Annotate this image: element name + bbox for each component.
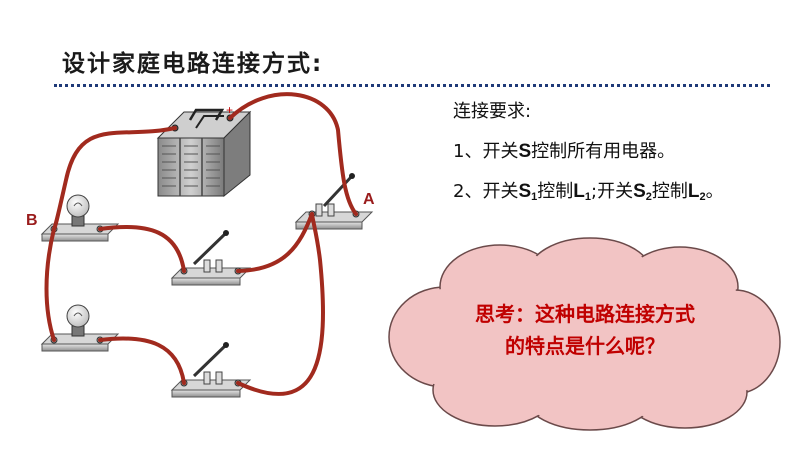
requirement-1: 1、开关S控制所有用电器。	[453, 137, 675, 163]
wire-s1-to-a	[236, 212, 314, 273]
switch-s2	[170, 342, 252, 398]
switch-s	[294, 173, 374, 230]
thought-cloud	[388, 237, 781, 431]
cloud-line-1: 思考：这种电路连接方式	[475, 302, 695, 326]
req1-switch: S	[518, 141, 532, 162]
circuit-wires	[44, 92, 358, 396]
req2-switch1-sub: 1	[531, 191, 538, 203]
req2-end: 。	[705, 181, 724, 202]
req1-suffix: 控制所有用电器。	[531, 141, 676, 162]
req2-mid2: 控制	[651, 181, 688, 202]
req2-lamp1-sub: 1	[584, 191, 591, 203]
node-label-a: A	[363, 191, 375, 208]
req2-prefix: 2、开关	[453, 181, 519, 202]
slide-title: 设计家庭电路连接方式:	[62, 51, 324, 77]
wire-l1-to-s1	[98, 224, 186, 273]
wire-b-to-l2	[44, 227, 56, 342]
battery-plus-sign: +	[226, 103, 233, 117]
req2-switch2-sub: 2	[645, 191, 652, 203]
title-dotted-rule	[54, 84, 770, 87]
wire-battery-plus-to-a	[228, 92, 358, 216]
battery: +	[156, 103, 252, 198]
wire-s2-to-a	[236, 212, 326, 396]
cloud-question: 思考：这种电路连接方式 的特点是什么呢？	[430, 298, 740, 362]
req2-switch2: S	[633, 181, 646, 202]
wire-battery-minus-to-b	[52, 126, 177, 231]
req1-prefix: 1、开关	[453, 141, 519, 162]
lamp-l2	[40, 304, 120, 352]
req2-mid1: 控制	[537, 181, 574, 202]
wire-l2-to-s2	[98, 336, 186, 385]
req2-switch1: S	[518, 181, 532, 202]
node-label-b: B	[26, 212, 38, 229]
req2-lamp1: L	[573, 181, 585, 202]
req2-sep: ;开关	[591, 181, 634, 202]
req2-lamp2: L	[687, 181, 700, 202]
requirements-heading: 连接要求:	[453, 101, 532, 122]
req2-lamp2-sub: 2	[699, 191, 706, 203]
requirement-2: 2、开关S1控制L1;开关S2控制L2。	[453, 177, 724, 203]
switch-s1	[170, 230, 252, 286]
cloud-line-2: 的特点是什么呢？	[505, 334, 665, 358]
